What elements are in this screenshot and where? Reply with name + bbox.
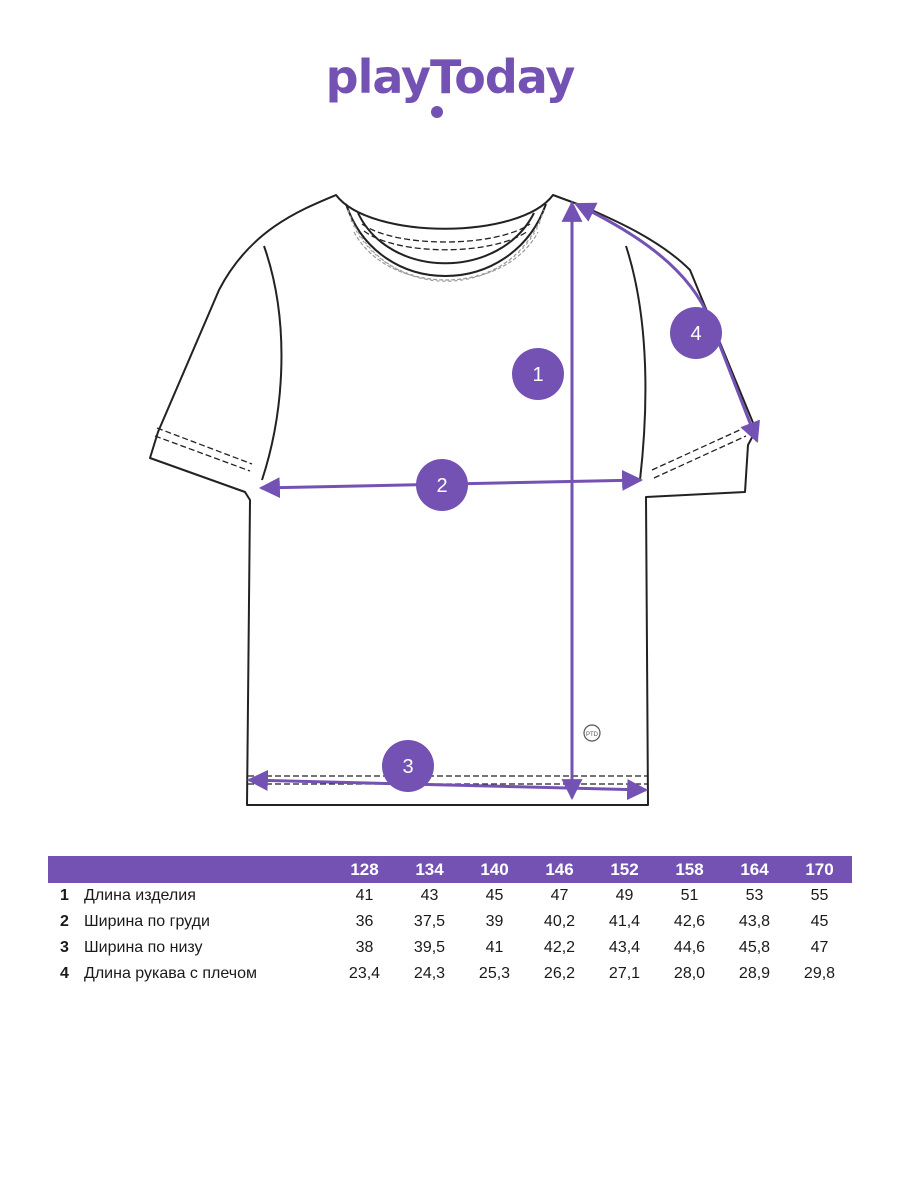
measure-line-hem bbox=[246, 769, 649, 801]
table-cell: 23,4 bbox=[348, 965, 381, 982]
row-label: Длина рукава с плечом bbox=[84, 965, 257, 982]
size-header: 164 bbox=[740, 859, 769, 879]
size-header: 134 bbox=[415, 859, 444, 879]
table-cell: 40,2 bbox=[543, 913, 576, 930]
size-header: 146 bbox=[545, 859, 574, 879]
table-cell: 49 bbox=[615, 887, 634, 904]
table-cell: 41 bbox=[355, 887, 374, 904]
table-cell: 43,8 bbox=[738, 913, 771, 930]
table-row: 3 Ширина по низу 38 39,5 41 42,2 43,4 44… bbox=[48, 935, 852, 961]
brand-logo-text: playToday bbox=[325, 50, 576, 104]
table-cell: 55 bbox=[810, 887, 829, 904]
table-cell: 47 bbox=[810, 939, 829, 956]
table-cell: 42,2 bbox=[543, 939, 576, 956]
marker-3: 3 bbox=[382, 740, 434, 792]
neck-rib-texture bbox=[347, 209, 545, 282]
table-cell: 44,6 bbox=[673, 939, 706, 956]
size-header: 170 bbox=[805, 859, 834, 879]
marker-1: 1 bbox=[512, 348, 564, 400]
marker-1-label: 1 bbox=[532, 364, 543, 386]
measure-line-sleeve bbox=[574, 202, 760, 443]
header-blank bbox=[48, 856, 84, 883]
table-cell: 45,8 bbox=[738, 939, 771, 956]
table-cell: 28,9 bbox=[738, 965, 771, 982]
table-cell: 27,1 bbox=[608, 965, 641, 982]
table-cell: 45 bbox=[810, 913, 829, 930]
marker-4-label: 4 bbox=[690, 323, 701, 345]
row-number: 2 bbox=[60, 913, 69, 930]
size-header: 140 bbox=[480, 859, 509, 879]
brand-tag-label: PTD bbox=[586, 732, 599, 738]
marker-3-label: 3 bbox=[402, 756, 413, 778]
table-cell: 51 bbox=[680, 887, 699, 904]
table-cell: 25,3 bbox=[478, 965, 511, 982]
row-number: 4 bbox=[60, 965, 69, 982]
table-cell: 24,3 bbox=[413, 965, 446, 982]
table-cell: 53 bbox=[745, 887, 764, 904]
table-cell: 26,2 bbox=[543, 965, 576, 982]
table-cell: 43 bbox=[420, 887, 439, 904]
row-label: Ширина по груди bbox=[84, 913, 210, 930]
table-cell: 45 bbox=[485, 887, 504, 904]
size-header: 152 bbox=[610, 859, 639, 879]
brand-tag: PTD bbox=[583, 724, 601, 742]
row-number: 1 bbox=[60, 887, 69, 904]
table-cell: 39,5 bbox=[413, 939, 446, 956]
marker-2-label: 2 bbox=[436, 475, 447, 497]
row-label: Ширина по низу bbox=[84, 939, 203, 956]
table-cell: 38 bbox=[355, 939, 374, 956]
table-cell: 41,4 bbox=[608, 913, 641, 930]
size-header: 158 bbox=[675, 859, 704, 879]
table-row: 2 Ширина по груди 36 37,5 39 40,2 41,4 4… bbox=[48, 909, 852, 935]
table-cell: 39 bbox=[485, 913, 504, 930]
table-cell: 36 bbox=[355, 913, 374, 930]
table-cell: 41 bbox=[485, 939, 504, 956]
table-cell: 42,6 bbox=[673, 913, 706, 930]
size-chart-table: 128 134 140 146 152 158 164 170 1 Длина … bbox=[48, 856, 852, 987]
table-cell: 37,5 bbox=[413, 913, 446, 930]
marker-4: 4 bbox=[670, 307, 722, 359]
brand-logo: playToday bbox=[0, 50, 900, 104]
table-cell: 47 bbox=[550, 887, 569, 904]
table-row: 4 Длина рукава с плечом 23,4 24,3 25,3 2… bbox=[48, 961, 852, 987]
tshirt-measurement-diagram: PTD 1 2 3 4 bbox=[149, 194, 760, 806]
row-number: 3 bbox=[60, 939, 69, 956]
table-row: 1 Длина изделия 41 43 45 47 49 51 53 55 bbox=[48, 883, 852, 909]
size-header: 128 bbox=[350, 859, 379, 879]
row-label: Длина изделия bbox=[84, 887, 196, 904]
brand-logo-dot bbox=[431, 106, 443, 118]
table-cell: 28,0 bbox=[673, 965, 706, 982]
measurement-lines bbox=[246, 200, 760, 801]
size-header-row: 128 134 140 146 152 158 164 170 bbox=[48, 856, 852, 883]
table-cell: 29,8 bbox=[803, 965, 836, 982]
header-blank bbox=[84, 856, 332, 883]
table-cell: 43,4 bbox=[608, 939, 641, 956]
marker-2: 2 bbox=[416, 459, 468, 511]
